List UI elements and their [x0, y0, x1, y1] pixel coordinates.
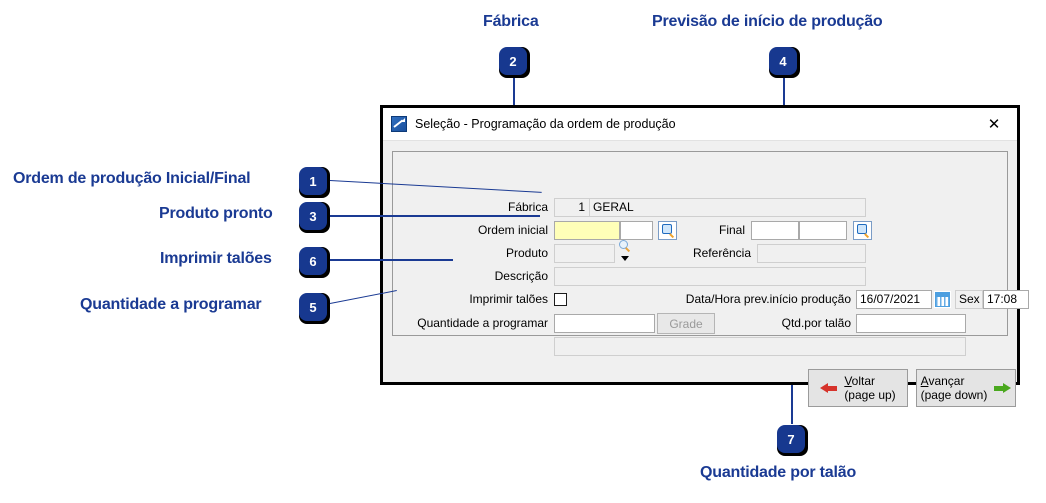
annotation-label-5: Quantidade a programar [80, 296, 262, 313]
grade-button-label: Grade [669, 316, 703, 331]
dialog-title: Seleção - Programação da ordem de produç… [415, 117, 676, 131]
annotation-badge-7: 7 [777, 425, 805, 453]
imprimir-taloes-label: Imprimir talões [469, 292, 548, 306]
next-label-rest: vançar [928, 374, 965, 388]
grade-button[interactable]: Grade [657, 313, 715, 334]
annotation-badge-4: 4 [769, 47, 797, 75]
arrow-right-green-icon [993, 381, 1012, 395]
annotation-label-6: Imprimir talões [160, 250, 272, 267]
time-prev-inicio-input[interactable]: 17:08 [983, 290, 1029, 309]
referencia-input[interactable] [757, 244, 866, 263]
magnifier-glass-icon [619, 240, 628, 249]
selection-dialog: Seleção - Programação da ordem de produç… [380, 105, 1029, 407]
arrow-left-red-icon [820, 381, 838, 395]
magnifier-handle-icon [625, 247, 631, 252]
qtd-por-talao-input[interactable] [856, 314, 966, 333]
next-button[interactable]: Avançar (page down) [916, 369, 1016, 407]
footer-strip-field [554, 337, 966, 356]
calendar-icon[interactable] [934, 291, 951, 308]
ordem-inicial-lookup-icon[interactable] [658, 221, 677, 240]
data-prev-inicio-input[interactable]: 16/07/2021 [856, 290, 932, 309]
data-hora-label: Data/Hora prev.início produção [685, 292, 851, 306]
produto-chevron-down-icon[interactable] [621, 256, 629, 261]
annotation-badge-5: 5 [299, 293, 327, 321]
leader-line-3 [330, 215, 540, 217]
final-input-2[interactable] [799, 221, 847, 240]
annotation-label-7: Quantidade por talão [700, 464, 857, 481]
calendar-grid-icon [935, 296, 950, 307]
close-icon[interactable]: ✕ [987, 114, 1001, 133]
magnifier-handle-icon [864, 233, 870, 238]
fabrica-name-field[interactable]: GERAL [589, 198, 866, 217]
back-sublabel: (page up) [844, 388, 896, 402]
annotation-badge-6: 6 [299, 247, 327, 275]
imprimir-taloes-checkbox[interactable] [554, 293, 567, 306]
ordem-inicial-input[interactable] [554, 221, 620, 240]
dialog-titlebar: Seleção - Programação da ordem de produç… [383, 108, 1017, 140]
magnifier-glass-icon [662, 224, 672, 234]
quantidade-programar-input[interactable] [554, 314, 655, 333]
next-button-text: Avançar (page down) [921, 374, 988, 402]
produto-label: Produto [505, 246, 548, 260]
descricao-label: Descrição [494, 269, 548, 283]
descricao-input[interactable] [554, 267, 866, 286]
form-groupbox: Fábrica 1 GERAL Ordem inicial Final [392, 151, 1029, 356]
final-lookup-icon[interactable] [853, 221, 872, 240]
magnifier-glass-icon [857, 224, 867, 234]
titlebar-divider [383, 140, 1017, 141]
annotation-label-2: Fábrica [483, 13, 539, 30]
quantidade-programar-label: Quantidade a programar [417, 316, 548, 330]
next-accesskey: A [920, 374, 929, 388]
annotation-badge-2: 2 [499, 47, 527, 75]
annotation-label-3: Produto pronto [159, 205, 273, 222]
back-label-rest: oltar [851, 374, 875, 388]
annotation-label-1: Ordem de produção Inicial/Final [13, 170, 251, 187]
calendar-header-icon [935, 292, 950, 296]
annotation-label-4: Previsão de início de produção [652, 13, 883, 30]
weekday-field: Sex [955, 290, 983, 309]
qtd-por-talao-label: Qtd.por talão [781, 316, 851, 330]
ordem-inicial-label: Ordem inicial [477, 223, 548, 237]
dialog-body: Fábrica 1 GERAL Ordem inicial Final [383, 141, 1029, 407]
referencia-label: Referência [692, 246, 751, 260]
back-accesskey: V [844, 374, 852, 388]
chart-arrow-icon [391, 116, 407, 132]
annotation-badge-1: 1 [299, 167, 327, 195]
back-button-text: Voltar (page up) [844, 374, 895, 402]
final-input[interactable] [751, 221, 799, 240]
fabrica-code-field[interactable]: 1 [554, 198, 590, 217]
fabrica-label: Fábrica [507, 200, 548, 214]
ordem-inicial-input-2[interactable] [620, 221, 653, 240]
produto-input[interactable] [554, 244, 615, 263]
magnifier-handle-icon [669, 233, 675, 238]
produto-search-icon[interactable] [619, 240, 633, 254]
final-label: Final [718, 223, 745, 237]
annotation-badge-3: 3 [299, 202, 327, 230]
back-button[interactable]: Voltar (page up) [808, 369, 908, 407]
next-sublabel: (page down) [920, 388, 988, 402]
leader-line-6 [330, 259, 453, 261]
